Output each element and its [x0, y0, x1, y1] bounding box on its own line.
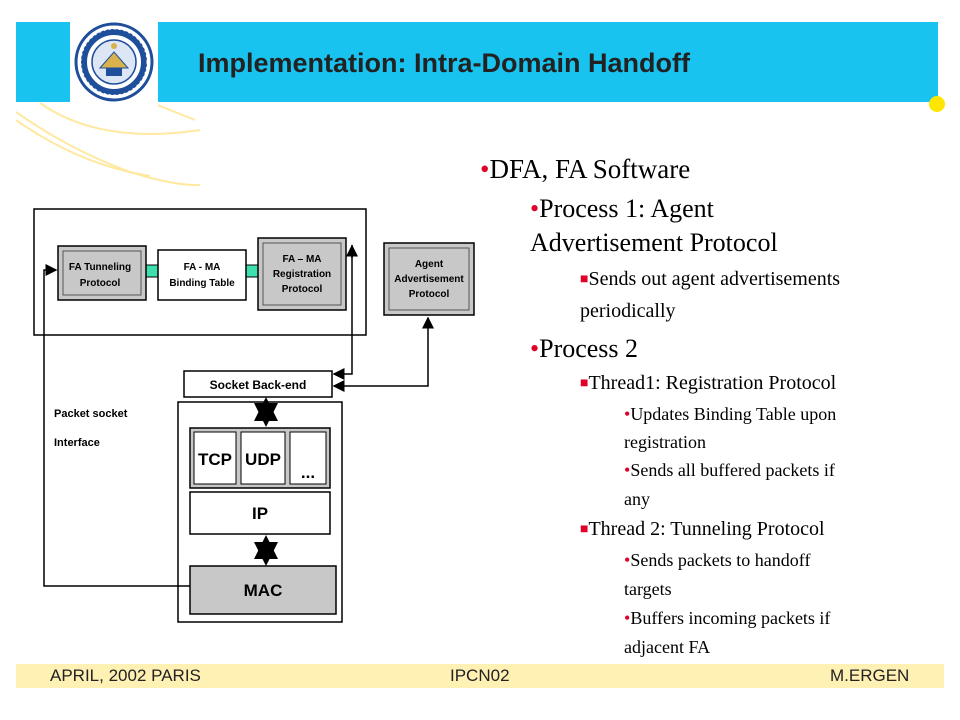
ip-box — [189, 491, 331, 535]
binding-table-label-2: Binding Table — [169, 278, 235, 289]
footer-author: M.ERGEN — [830, 666, 910, 685]
footer-bar — [16, 664, 944, 688]
socket-backend-label: Socket Back-end — [210, 378, 307, 392]
bullet-thread-1: ■Thread1: Registration Protocol — [580, 372, 837, 394]
footer-date: APRIL, 2002 PARIS — [50, 666, 201, 685]
fa-tunneling-label-1: FA Tunneling — [69, 262, 131, 273]
bullet-thread-2-item-1-cont: targets — [624, 579, 672, 599]
bullet-thread-2-item-2: •Buffers incoming packets if — [624, 608, 831, 628]
bullet-process-1: •Process 1: Agent — [530, 194, 714, 223]
bullet-thread-2-item-2-cont: adjacent FA — [624, 637, 711, 657]
link-connector — [245, 264, 259, 278]
registration-label-2: Registration — [273, 269, 331, 280]
footer-conference: IPCN02 — [450, 666, 510, 685]
fa-tunneling-box: FA Tunneling Protocol — [57, 245, 147, 301]
registration-label-1: FA – MA — [282, 254, 321, 265]
agent-adv-arrow — [334, 316, 434, 387]
bullet-process-1-sub: ■Sends out agent advertisements — [580, 268, 841, 290]
tcp-label: TCP — [198, 450, 232, 469]
university-of-california-seal-icon — [74, 22, 154, 102]
registration-arrow — [332, 245, 353, 380]
bullet-thread-1-item-2: •Sends all buffered packets if — [624, 460, 835, 480]
agent-advertisement-box: Agent Advertisement Protocol — [383, 242, 475, 316]
bullet-thread-2-item-1: •Sends packets to handoff — [624, 550, 811, 570]
bullet-process-1-cont: Advertisement Protocol — [530, 228, 778, 257]
mac-box — [189, 565, 337, 615]
agent-adv-label-3: Protocol — [409, 289, 450, 300]
bullet-process-1-sub-cont: periodically — [580, 300, 676, 322]
fa-tunneling-label-2: Protocol — [80, 278, 121, 289]
socket-backend-box: Socket Back-end — [183, 370, 333, 398]
bullet-thread-1-item-2-cont: any — [624, 489, 650, 509]
registration-label-3: Protocol — [282, 284, 323, 295]
agent-adv-label-2: Advertisement — [394, 274, 464, 285]
mac-label: MAC — [244, 581, 283, 600]
bullet-thread-2: ■Thread 2: Tunneling Protocol — [580, 518, 825, 540]
packet-socket-label-2: Interface — [54, 437, 100, 449]
other-protocols-box — [289, 431, 327, 485]
tcp-box — [193, 431, 237, 485]
binding-table-label-1: FA - MA — [184, 262, 221, 273]
bullet-thread-1-item-1-cont: registration — [624, 432, 706, 452]
ellipsis-label: ... — [301, 463, 315, 482]
udp-box — [240, 431, 286, 485]
university-seal — [70, 18, 158, 106]
udp-label: UDP — [245, 450, 281, 469]
packet-socket-arrow — [43, 264, 190, 587]
registration-protocol-box: FA – MA Registration Protocol — [257, 237, 347, 311]
link-connector — [145, 264, 159, 278]
accent-dot — [929, 96, 945, 112]
packet-socket-label-1: Packet socket — [54, 408, 128, 420]
binding-table-box: FA - MA Binding Table — [157, 249, 247, 301]
ip-label: IP — [252, 504, 268, 523]
bullet-level-0: •DFA, FA Software — [480, 154, 691, 184]
bullet-process-2: •Process 2 — [530, 334, 639, 363]
agent-adv-label-1: Agent — [415, 259, 444, 270]
header-bar — [16, 22, 938, 102]
bullet-thread-1-item-1: •Updates Binding Table upon — [624, 404, 837, 424]
page-title: Implementation: Intra-Domain Handoff — [198, 48, 690, 78]
